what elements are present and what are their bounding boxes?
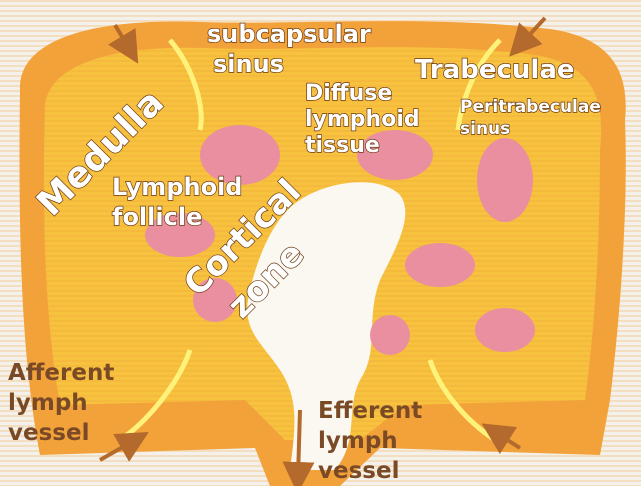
label-efferent-3: vessel (318, 458, 399, 484)
label-afferent-3: vessel (8, 420, 89, 446)
label-lymphoid-follicle-2: follicle (112, 203, 202, 231)
label-peritrabecular-1: Peritrabeculae (460, 97, 601, 117)
follicle (475, 308, 535, 352)
label-trabeculae: Trabeculae (415, 55, 575, 85)
efferent-arrow (298, 410, 300, 478)
label-diffuse-3: tissue (305, 133, 380, 158)
label-efferent-1: Efferent (318, 398, 422, 424)
label-afferent-2: lymph (8, 390, 88, 416)
follicle (370, 315, 410, 355)
follicle (405, 243, 475, 287)
label-afferent-1: Afferent (8, 360, 114, 386)
label-peritrabecular-2: sinus (460, 119, 510, 139)
label-subcapsular-sinus-2: sinus (213, 50, 284, 78)
label-lymphoid-follicle-1: Lymphoid (112, 173, 242, 201)
label-efferent-2: lymph (318, 428, 398, 454)
label-subcapsular-sinus-1: subcapsular (207, 20, 371, 48)
label-diffuse-1: Diffuse (305, 81, 392, 106)
follicle (477, 138, 533, 222)
label-diffuse-2: lymphoid (305, 107, 420, 132)
